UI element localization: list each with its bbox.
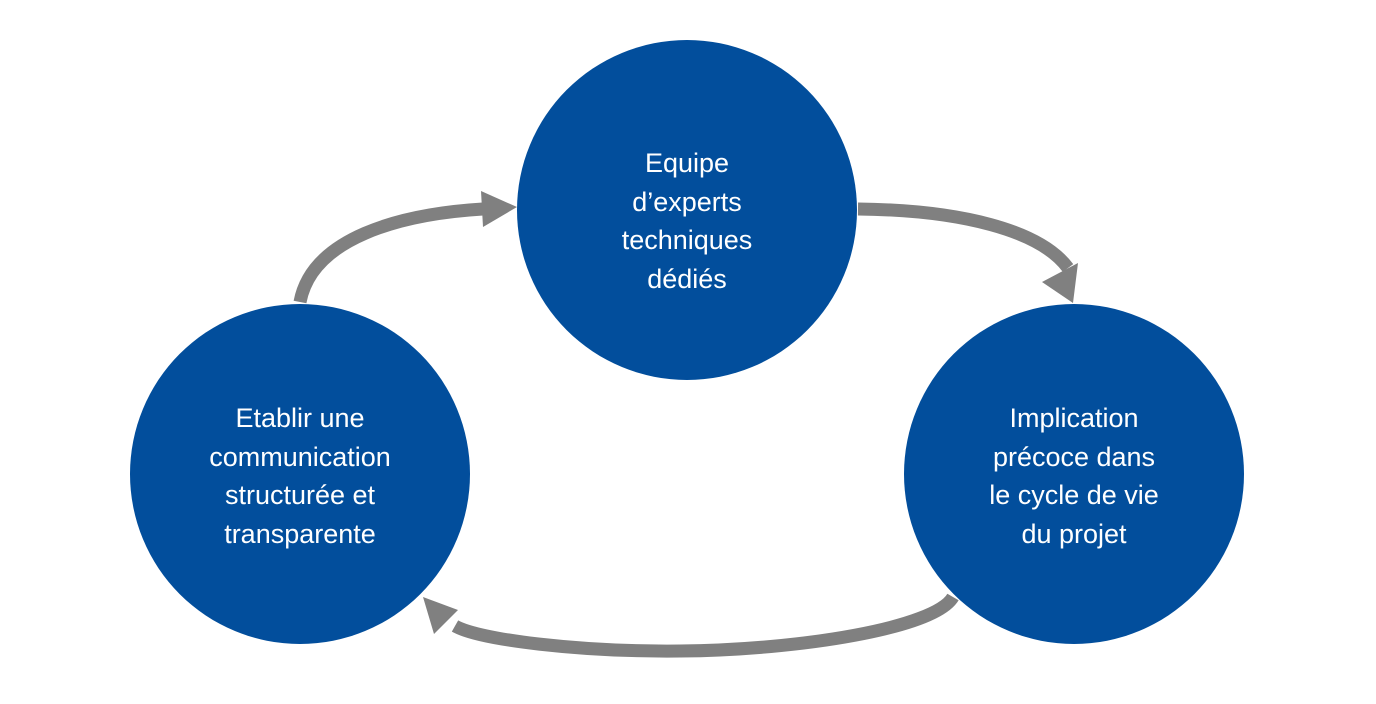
arrow-left-to-top: [293, 202, 484, 304]
arrow-right-to-left-head: [423, 597, 458, 634]
arrow-top-to-right-head: [1042, 263, 1078, 303]
node-top-circle: Equipe d’experts techniques dédiés: [517, 40, 857, 380]
node-left-label: Etablir une communication structurée et …: [209, 403, 391, 549]
node-top-label: Equipe d’experts techniques dédiés: [621, 148, 753, 294]
arrow-top-to-right: [857, 202, 1074, 273]
arrow-left-to-top-head: [481, 191, 517, 227]
arrow-right-to-left: [451, 593, 959, 658]
node-right-circle: Implication précoce dans le cycle de vie…: [904, 304, 1244, 644]
node-left-circle: Etablir une communication structurée et …: [130, 304, 470, 644]
node-right-label: Implication précoce dans le cycle de vie…: [989, 403, 1159, 549]
